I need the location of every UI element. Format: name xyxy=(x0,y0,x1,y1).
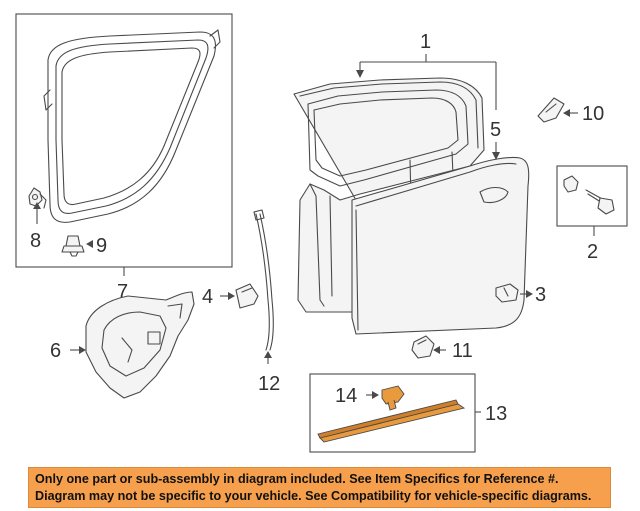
callout-2: 2 xyxy=(587,241,598,263)
insulator-part-6 xyxy=(85,291,195,399)
callout-11: 11 xyxy=(452,340,473,362)
hardware-group-box xyxy=(556,165,628,227)
callout-5: 5 xyxy=(490,119,501,141)
disclaimer-line-2: Diagram may not be specific to your vehi… xyxy=(35,489,592,503)
clip-part-11 xyxy=(411,335,435,359)
callout-3: 3 xyxy=(535,284,546,306)
callout-10: 10 xyxy=(582,103,604,125)
grommet-part-3 xyxy=(495,283,519,303)
pad-part-4 xyxy=(235,283,259,309)
callout-7: 7 xyxy=(117,281,128,303)
disclaimer-banner: Only one part or sub-assembly in diagram… xyxy=(28,467,611,508)
callout-6: 6 xyxy=(50,340,61,362)
bracket-part-10 xyxy=(537,97,565,123)
rear-door-assembly xyxy=(293,77,530,335)
door-weatherstrip xyxy=(43,29,221,223)
callout-8: 8 xyxy=(30,230,41,252)
bolt-hardware xyxy=(563,175,615,215)
callout-9: 9 xyxy=(96,235,107,257)
callout-13: 13 xyxy=(485,403,507,425)
disclaimer-line-1: Only one part or sub-assembly in diagram… xyxy=(35,472,559,486)
callout-14: 14 xyxy=(335,385,357,407)
push-clip-part-9 xyxy=(61,235,85,257)
callout-12: 12 xyxy=(258,373,280,395)
callout-4: 4 xyxy=(202,286,213,308)
strip-part-12 xyxy=(253,209,274,351)
belt-molding-part-13[interactable] xyxy=(317,399,466,443)
belt-molding-group-box xyxy=(309,373,476,453)
clip-part-14[interactable] xyxy=(381,385,405,411)
callout-1: 1 xyxy=(420,31,431,53)
clip-part-8 xyxy=(28,187,47,209)
